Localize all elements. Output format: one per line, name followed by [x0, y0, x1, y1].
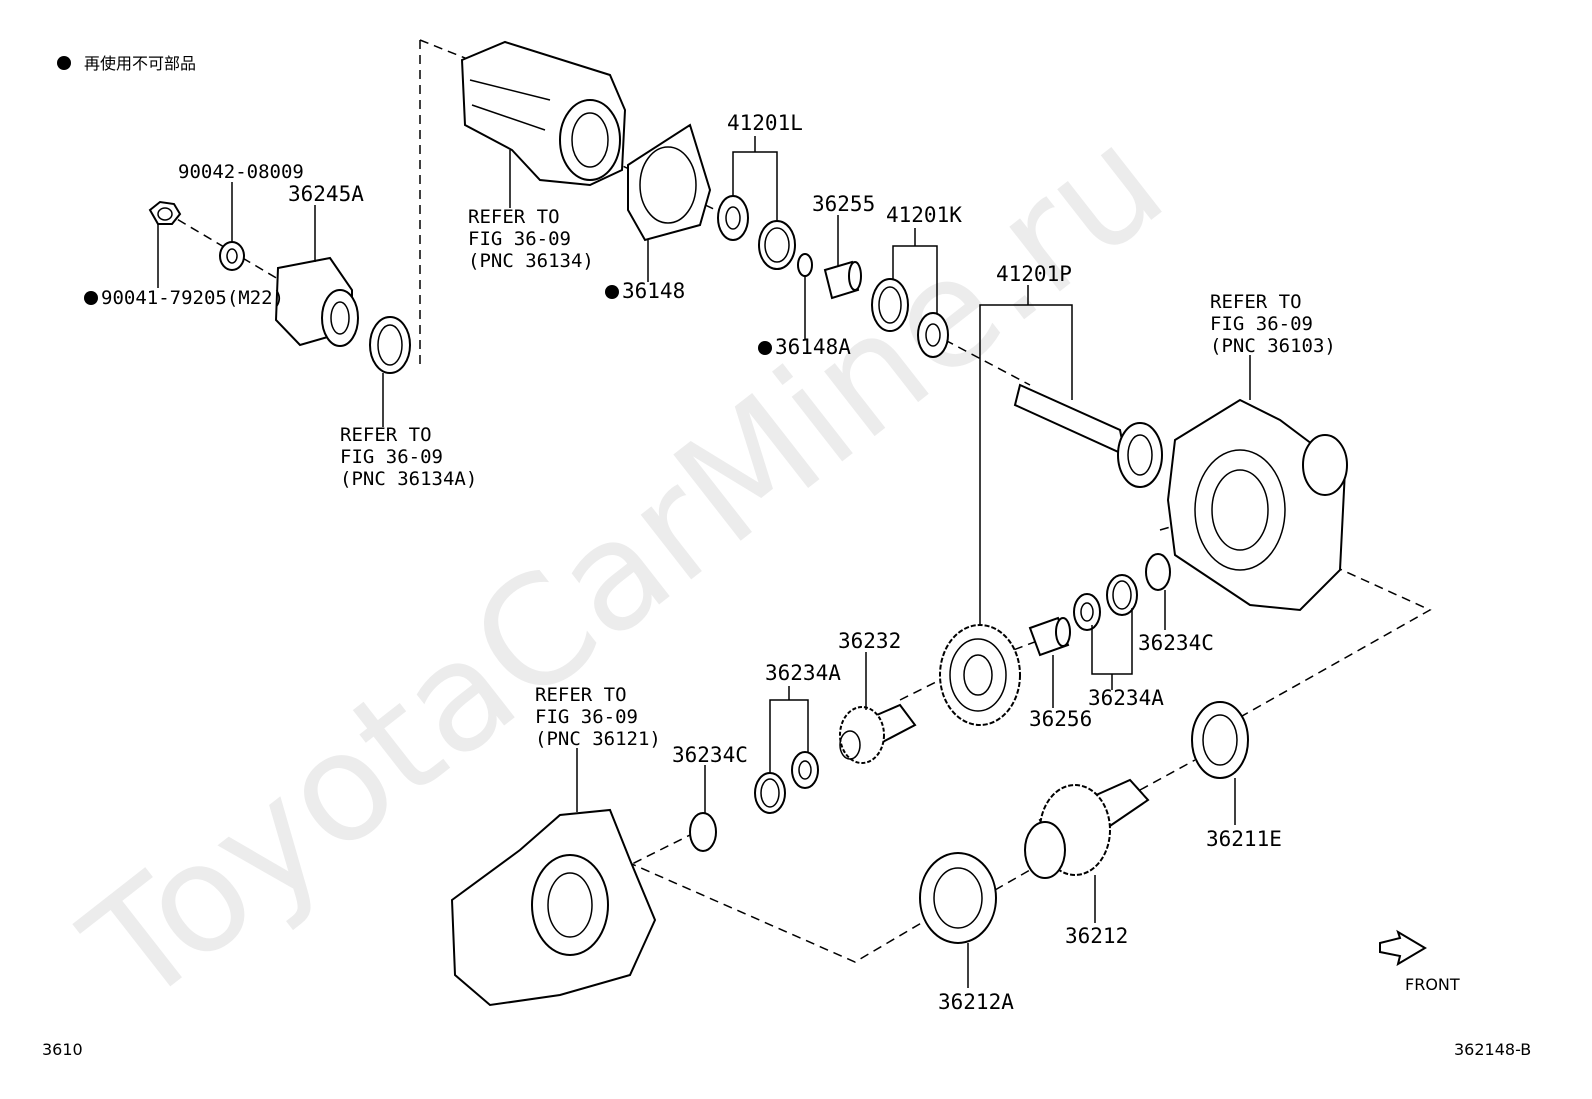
part-label-41201L: 41201L [727, 111, 803, 135]
non-reusable-icon [84, 291, 98, 305]
part-label-36232: 36232 [838, 629, 901, 653]
bearing-41201K [871, 278, 949, 358]
front-label: FRONT [1405, 975, 1460, 994]
leader-lines [157, 136, 1251, 988]
refer-36121-line1: REFER TO [535, 684, 627, 706]
snap-ring-36234C-lower [689, 812, 717, 852]
refer-36103-line3: (PNC 36103) [1210, 335, 1336, 357]
part-label-36234A-lower: 36234A [765, 661, 841, 685]
refer-36134A-line2: FIG 36-09 [340, 446, 443, 468]
non-reusable-icon [605, 285, 619, 299]
part-label-41201P: 41201P [996, 262, 1072, 286]
ring-gear-41201P [939, 624, 1021, 726]
bearing-36212A [919, 852, 997, 944]
part-label-41201K: 41201K [886, 203, 962, 227]
refer-36121-line3: (PNC 36121) [535, 728, 661, 750]
oil-seal-36134A [369, 316, 411, 374]
spacer-36256 [1028, 616, 1071, 657]
figure-code: 362148-B [1454, 1040, 1531, 1059]
legend-bullet-icon [57, 56, 71, 70]
transfer-case-36103 [1166, 398, 1348, 612]
idler-gear-36232 [839, 703, 917, 764]
output-gear-36212 [1024, 778, 1150, 879]
refer-36134-line3: (PNC 36134) [468, 250, 594, 272]
part-label-90042-08009: 90042-08009 [178, 161, 304, 183]
part-label-36148A: 36148A [775, 335, 851, 359]
part-label-36255: 36255 [812, 192, 875, 216]
bearing-36234A-lower [754, 751, 819, 814]
nut-90041-79205 [148, 200, 182, 225]
part-label-36245A: 36245A [288, 182, 364, 206]
bearing-41201L [717, 195, 796, 270]
gasket-36148 [627, 123, 712, 242]
part-label-36148: 36148 [622, 279, 685, 303]
front-arrow-icon [1379, 929, 1427, 967]
part-label-36234C-lower: 36234C [672, 743, 748, 767]
part-label-36234C-upper: 36234C [1138, 631, 1214, 655]
refer-36121-line2: FIG 36-09 [535, 706, 638, 728]
part-label-36212: 36212 [1065, 924, 1128, 948]
extension-housing-36134 [460, 40, 627, 187]
refer-36134-line1: REFER TO [468, 206, 560, 228]
washer-90042-08009 [219, 241, 245, 271]
pinion-shaft-41201P [1013, 383, 1163, 488]
part-label-36211E: 36211E [1206, 827, 1282, 851]
refer-36103-line2: FIG 36-09 [1210, 313, 1313, 335]
refer-36134A-line3: (PNC 36134A) [340, 468, 477, 490]
refer-36134A-line1: REFER TO [340, 424, 432, 446]
bearing-36234A-upper [1073, 574, 1138, 631]
front-case-36121 [450, 808, 657, 1007]
part-label-36256: 36256 [1029, 707, 1092, 731]
part-label-36212A: 36212A [938, 990, 1014, 1014]
bearing-36211E [1191, 701, 1249, 779]
spacer-36255 [823, 260, 862, 300]
snap-ring-36148A [797, 253, 813, 277]
snap-ring-36234C-upper [1145, 553, 1171, 591]
legend-text: 再使用不可部品 [84, 54, 196, 73]
non-reusable-icon [758, 341, 772, 355]
refer-36103-line1: REFER TO [1210, 291, 1302, 313]
page-number: 3610 [42, 1040, 83, 1059]
refer-36134-line2: FIG 36-09 [468, 228, 571, 250]
part-label-90041-79205: 90041-79205(M22) [101, 287, 284, 309]
flange-36245A [274, 256, 359, 347]
part-label-36234A-upper: 36234A [1088, 686, 1164, 710]
